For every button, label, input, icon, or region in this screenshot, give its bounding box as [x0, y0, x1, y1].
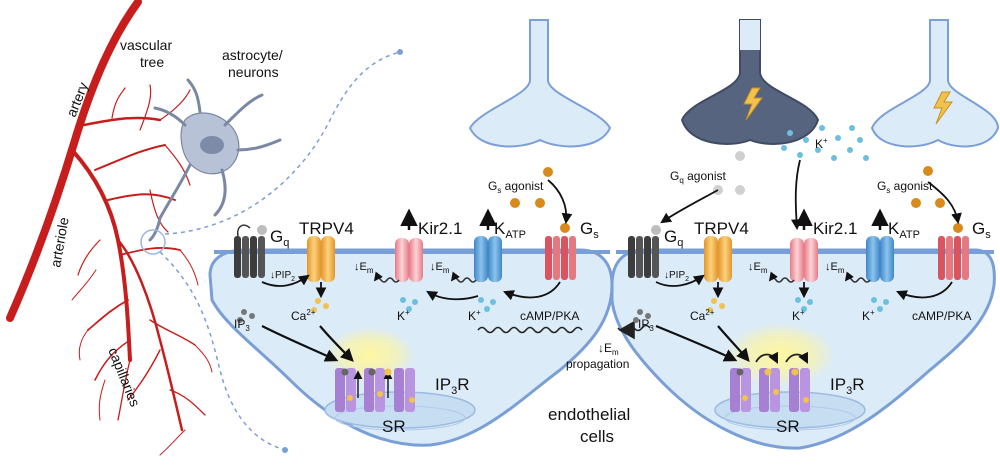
em-waves-left — [373, 271, 477, 283]
vascular-tree — [6, 0, 403, 456]
gq-agonist-label: Gq agonist — [670, 169, 726, 185]
gq-receptor-left — [234, 224, 267, 278]
camp-label-right: cAMP/PKA — [912, 309, 971, 323]
ions-right — [633, 297, 889, 323]
astrocyte-cell — [148, 78, 282, 242]
ip3r-receptors-right — [730, 351, 810, 412]
kir21-label-left: Kir2.1 — [418, 219, 462, 238]
propagation-em-label: ↓Em — [598, 341, 619, 357]
zoom-guide-bottom — [159, 251, 286, 451]
ip3-label-right: IP3 — [638, 317, 654, 333]
pip2-label-left: ↓PIP2 — [270, 270, 295, 283]
katp-channel-left — [474, 236, 502, 282]
em1-label-right: ↓Em — [748, 261, 768, 275]
arrows-left — [261, 179, 573, 362]
em2-label-right: ↓Em — [825, 261, 845, 275]
pip2-label-right: ↓PIP2 — [664, 270, 689, 283]
propagation-wave — [477, 320, 651, 340]
lightning-icon-middle — [743, 87, 763, 121]
gq-label-left: Gq — [270, 227, 289, 249]
gs-receptor-right — [938, 223, 969, 280]
propagation-label: propagation — [566, 357, 629, 371]
gs-label-left: Gs — [580, 219, 599, 241]
terminal-middle — [680, 19, 820, 145]
capillaries-label: capillaries — [105, 345, 143, 409]
ca-label-right: Ca2+ — [690, 308, 715, 323]
k2-label-right: K+ — [862, 308, 875, 323]
k2-label-left: K+ — [468, 308, 481, 323]
endothelial-label-2: cells — [580, 427, 614, 446]
ip3r-label-right: IP3R — [830, 375, 864, 397]
kir21-channel-left — [395, 238, 423, 282]
arteriole-branches — [70, 84, 213, 456]
k-ion-cloud — [781, 125, 869, 161]
trpv4-label-right: TRPV4 — [694, 219, 749, 238]
gs-agonist-label-left: Gs agonist — [488, 179, 544, 195]
sr-label-right: SR — [776, 417, 800, 436]
vascular-tree-label-1: vascular — [120, 37, 172, 53]
ip3r-label-left: IP3R — [435, 375, 469, 397]
katp-channel-right — [866, 236, 894, 282]
k1-label-right: K+ — [792, 308, 805, 323]
astrocyte-label-2: neurons — [228, 64, 279, 80]
katp-label-right: KATP — [888, 219, 920, 241]
trpv4-label-left: TRPV4 — [299, 219, 354, 238]
arrows-right — [655, 159, 962, 363]
gs-label-right: Gs — [972, 219, 991, 241]
kir21-label-right: Kir2.1 — [813, 219, 857, 238]
lightning-icon-right — [933, 91, 953, 125]
terminal-left — [468, 19, 612, 148]
zoom-circle — [140, 229, 166, 255]
vascular-tree-label-2: tree — [140, 54, 164, 70]
k1-label-left: K+ — [397, 308, 410, 323]
astrocyte-label-1: astrocyte/ — [222, 47, 283, 63]
kir21-channel-right — [790, 238, 818, 282]
trpv4-channel-right — [704, 236, 732, 282]
ip3r-receptors-left — [335, 368, 415, 412]
katp-label-left: KATP — [494, 219, 526, 241]
camp-label-left: cAMP/PKA — [520, 309, 579, 323]
gq-label-right: Gq — [664, 227, 683, 249]
em1-label-left: ↓Em — [354, 261, 374, 275]
ions-left — [237, 297, 496, 323]
trpv4-channel-left — [307, 236, 335, 282]
zoom-guide-top — [164, 51, 401, 235]
gs-agonist-label-right: Gs agonist — [877, 179, 933, 195]
terminal-right — [870, 19, 1000, 148]
sr-label-left: SR — [382, 417, 406, 436]
em-waves-right — [768, 271, 871, 283]
artery-vessel — [6, 0, 142, 322]
gs-agonist-dots-left — [510, 167, 553, 208]
kplus-label: K+ — [815, 136, 828, 151]
gq-receptor-right — [628, 225, 661, 278]
ca-label-left: Ca2+ — [291, 308, 316, 323]
gs-receptor-left — [545, 223, 576, 280]
endothelial-label-1: endothelial — [548, 405, 630, 424]
gs-agonist-dots-right — [911, 166, 945, 208]
ip3-label-left: IP3 — [234, 317, 250, 333]
em2-label-left: ↓Em — [430, 261, 450, 275]
